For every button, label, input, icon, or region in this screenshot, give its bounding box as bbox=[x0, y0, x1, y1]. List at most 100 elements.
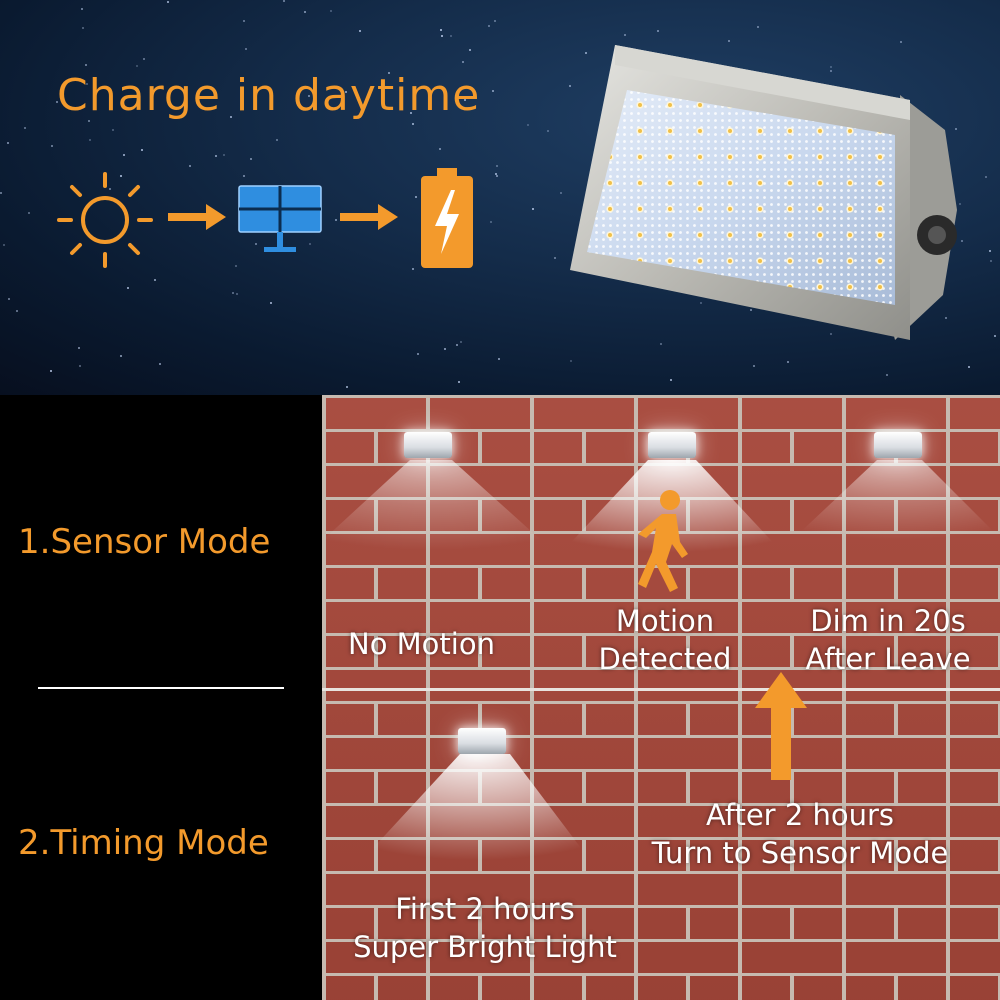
star bbox=[89, 139, 91, 141]
star bbox=[255, 243, 257, 245]
after-2-hours-label: After 2 hours Turn to Sensor Mode bbox=[615, 796, 985, 872]
star bbox=[900, 41, 902, 43]
battery-charging-icon bbox=[421, 168, 473, 268]
star bbox=[359, 30, 361, 32]
star bbox=[167, 1, 169, 3]
star bbox=[494, 20, 496, 22]
star bbox=[79, 365, 81, 367]
star bbox=[488, 25, 490, 27]
star bbox=[985, 176, 987, 178]
star bbox=[700, 302, 702, 304]
star bbox=[994, 335, 996, 337]
star bbox=[968, 366, 970, 368]
star bbox=[624, 34, 626, 36]
star bbox=[28, 212, 30, 214]
star bbox=[330, 10, 332, 12]
star bbox=[547, 130, 549, 132]
star bbox=[243, 20, 245, 22]
up-arrow-icon bbox=[755, 672, 807, 780]
star bbox=[462, 61, 464, 63]
star bbox=[554, 257, 556, 259]
arrow-right-icon bbox=[168, 204, 226, 230]
star bbox=[88, 120, 90, 122]
star bbox=[308, 95, 310, 97]
motion-line2: Detected bbox=[598, 642, 732, 676]
motion-detected-label: Motion Detected bbox=[585, 602, 745, 678]
star bbox=[127, 287, 129, 289]
star bbox=[50, 370, 52, 372]
star bbox=[989, 250, 991, 252]
star bbox=[569, 85, 571, 87]
first-2-hours-label: First 2 hours Super Bright Light bbox=[330, 890, 640, 966]
charging-section: Charge in daytime bbox=[0, 0, 1000, 395]
mode-labels-panel: 1.Sensor Mode 2.Timing Mode bbox=[0, 395, 322, 1000]
after-line2: Turn to Sensor Mode bbox=[651, 836, 949, 870]
star bbox=[276, 139, 278, 141]
motion-line1: Motion bbox=[615, 604, 715, 638]
wall-divider bbox=[322, 688, 1000, 691]
star bbox=[753, 365, 755, 367]
sensor-mode-label: 1.Sensor Mode bbox=[18, 522, 271, 562]
star bbox=[441, 35, 443, 37]
star bbox=[154, 279, 156, 281]
star bbox=[439, 148, 441, 150]
first-line1: First 2 hours bbox=[395, 892, 575, 926]
star bbox=[8, 298, 10, 300]
star bbox=[16, 310, 18, 312]
star bbox=[990, 260, 992, 262]
star bbox=[585, 52, 587, 54]
star bbox=[496, 165, 498, 167]
star bbox=[527, 124, 529, 126]
star bbox=[570, 360, 572, 362]
star bbox=[136, 65, 138, 67]
star bbox=[750, 309, 752, 311]
star bbox=[415, 196, 417, 198]
star bbox=[456, 344, 458, 346]
mode-divider bbox=[38, 687, 284, 689]
no-motion-label: No Motion bbox=[348, 627, 495, 661]
star bbox=[490, 221, 492, 223]
star bbox=[112, 129, 114, 131]
star bbox=[230, 116, 232, 118]
star bbox=[410, 112, 412, 114]
star bbox=[283, 0, 285, 2]
star bbox=[532, 208, 534, 210]
star bbox=[223, 154, 225, 156]
star bbox=[560, 192, 562, 194]
star bbox=[670, 379, 672, 381]
star bbox=[830, 66, 832, 68]
star bbox=[81, 8, 83, 10]
star bbox=[450, 35, 452, 37]
star bbox=[109, 188, 111, 190]
star bbox=[51, 145, 53, 147]
star bbox=[495, 173, 497, 175]
star bbox=[120, 175, 122, 177]
star bbox=[787, 361, 789, 363]
star bbox=[85, 64, 87, 66]
star bbox=[232, 292, 234, 294]
star bbox=[3, 244, 5, 246]
star bbox=[24, 127, 26, 129]
lamp-dim bbox=[874, 432, 922, 458]
star bbox=[270, 302, 272, 304]
star bbox=[945, 317, 947, 319]
star bbox=[78, 347, 80, 349]
star bbox=[492, 90, 494, 92]
star bbox=[243, 175, 245, 177]
star bbox=[215, 155, 217, 157]
star bbox=[444, 348, 446, 350]
star bbox=[458, 381, 460, 383]
star bbox=[417, 353, 419, 355]
arrow-right-icon bbox=[340, 204, 398, 230]
star bbox=[0, 192, 2, 194]
star bbox=[236, 293, 238, 295]
star bbox=[961, 240, 963, 242]
star bbox=[143, 58, 145, 60]
star bbox=[189, 165, 191, 167]
star bbox=[123, 154, 125, 156]
star bbox=[959, 203, 961, 205]
star bbox=[245, 48, 247, 50]
star bbox=[346, 386, 348, 388]
star bbox=[440, 29, 442, 31]
